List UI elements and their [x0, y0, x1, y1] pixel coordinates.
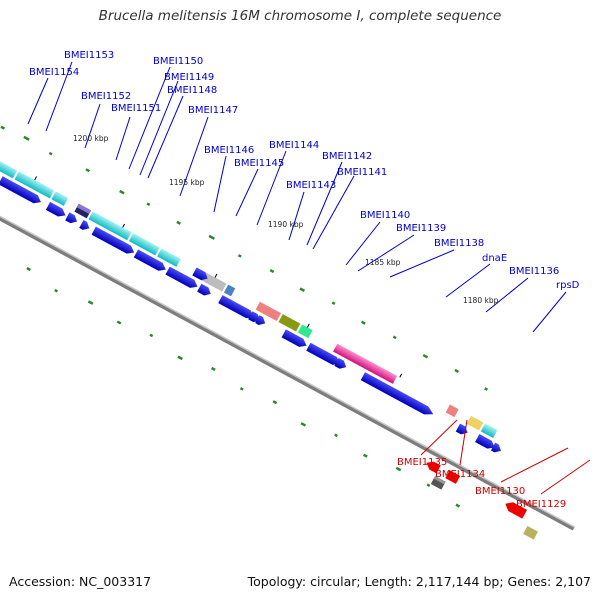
backbone-highlight: [0, 184, 575, 528]
tick-label-1195: 1195 kbp: [169, 178, 205, 187]
tick-label-1185: 1185 kbp: [365, 258, 401, 267]
tick-label-1180: 1180 kbp: [463, 296, 499, 305]
map-title: Brucella melitensis 16M chromosome I, co…: [98, 8, 502, 24]
gene-label-bmei1130[interactable]: BMEI1130: [475, 486, 525, 497]
forward-leader-lines: [27, 61, 567, 333]
genome-stats-text: Topology: circular; Length: 2,117,144 bp…: [247, 574, 591, 589]
gene-label-bmei1150[interactable]: BMEI1150: [153, 56, 203, 67]
forward-cog-track: [0, 141, 498, 439]
backbone: [0, 184, 575, 531]
gene-label-bmei1146[interactable]: BMEI1146: [204, 145, 254, 156]
gc-ticks-outer: [0, 125, 488, 391]
tick-label-1200: 1200 kbp: [73, 134, 109, 143]
gene-label-bmei1141[interactable]: BMEI1141: [337, 167, 387, 178]
forward-labels: BMEI1153 BMEI1154 BMEI1150 BMEI1149 BMEI…: [29, 50, 580, 291]
gene-label-bmei1152[interactable]: BMEI1152: [81, 91, 131, 102]
reverse-leader-lines: [420, 419, 591, 495]
tick-label-1190: 1190 kbp: [268, 220, 304, 229]
gene-label-bmei1154[interactable]: BMEI1154: [29, 67, 79, 78]
gene-label-bmei1139[interactable]: BMEI1139: [396, 223, 446, 234]
gene-label-bmei1135[interactable]: BMEI1135: [397, 457, 447, 468]
gc-ticks-inner: [26, 266, 461, 508]
gene-label-bmei1138[interactable]: BMEI1138: [434, 238, 484, 249]
gene-label-bmei1140[interactable]: BMEI1140: [360, 210, 410, 221]
gene-label-bmei1149[interactable]: BMEI1149: [164, 72, 214, 83]
gene-label-bmei1145[interactable]: BMEI1145: [234, 158, 284, 169]
gene-label-bmei1142[interactable]: BMEI1142: [322, 151, 372, 162]
gene-label-bmei1129[interactable]: BMEI1129: [516, 499, 566, 510]
gene-label-bmei1134[interactable]: BMEI1134: [435, 469, 485, 480]
reverse-labels: BMEI1135 BMEI1134 BMEI1130 BMEI1129: [397, 457, 566, 510]
gene-label-rpsd[interactable]: rpsD: [556, 280, 580, 291]
gene-label-bmei1144[interactable]: BMEI1144: [269, 140, 319, 151]
gene-label-bmei1147[interactable]: BMEI1147: [188, 105, 238, 116]
gene-label-bmei1153[interactable]: BMEI1153: [64, 50, 114, 61]
gene-label-bmei1151[interactable]: BMEI1151: [111, 103, 161, 114]
reverse-cds-track: [426, 461, 538, 540]
gene-label-bmei1148[interactable]: BMEI1148: [167, 85, 217, 96]
gene-label-dnae[interactable]: dnaE: [482, 253, 507, 264]
gene-label-bmei1136[interactable]: BMEI1136: [509, 266, 559, 277]
scale-ticks: [34, 176, 403, 378]
gene-label-bmei1143[interactable]: BMEI1143: [286, 180, 336, 191]
forward-cds-track: [0, 176, 501, 453]
accession-text: Accession: NC_003317: [9, 574, 152, 589]
